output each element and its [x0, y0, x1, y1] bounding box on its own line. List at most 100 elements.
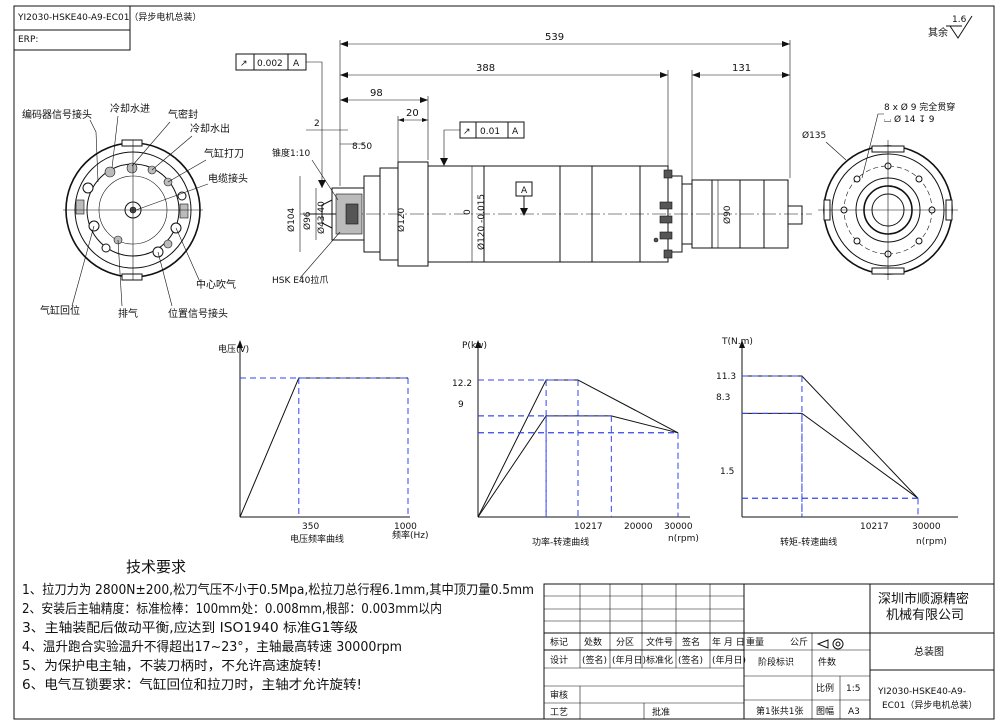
voltage-ylabel: 电压(V): [218, 343, 249, 355]
torque-ytick-83: 8.3: [716, 393, 730, 403]
remainder-label: 其余: [928, 26, 948, 39]
callout-cable: 电缆接头: [208, 172, 248, 185]
tb-mark: 标记: [550, 636, 568, 648]
callout-cooling-out: 冷却水出: [190, 122, 230, 135]
voltage-xlabel: 频率(Hz): [392, 529, 429, 541]
power-xtick-10217: 10217: [574, 522, 603, 532]
callout-exhaust: 排气: [118, 307, 138, 320]
note-2: 2、安装后主轴精度：标准检棒：100mm处：0.008mm,根部：0.003mm…: [22, 601, 442, 617]
dim-dia-4340: Ø43.40: [316, 201, 327, 234]
code-line1: YI2030-HSKE40-A9-: [877, 687, 966, 697]
note-4: 4、温升跑合实验温升不得超出17~23°，主轴最高转速 30000rpm: [22, 639, 402, 655]
spindle-side-view: [300, 161, 812, 267]
voltage-xtick-1000: 1000: [394, 522, 417, 532]
tol1-symbol: ↗: [240, 59, 248, 69]
power-xlabel: n(rpm): [668, 534, 699, 544]
tb-scale-value: 1:5: [846, 684, 860, 694]
dim-dia-96: Ø96: [302, 211, 313, 230]
torque-xtick-10217: 10217: [860, 522, 889, 532]
torque-caption: 转矩-转速曲线: [780, 536, 837, 548]
dim-131: 131: [732, 63, 751, 74]
chart-voltage: 电压(V) 350 1000 频率(Hz) 电压频率曲线: [218, 340, 429, 545]
tol2-value: 0.01: [480, 127, 500, 137]
torque-ylabel: T(N.m): [721, 337, 753, 347]
dim-dia-120-tol: Ø120 -0.015: [476, 194, 487, 250]
power-ytick-122: 12.2: [452, 379, 472, 389]
datum-marker: A: [515, 181, 533, 216]
tb-sign: 签名: [682, 636, 700, 648]
tb-standard-date: (年月日): [712, 654, 746, 666]
left-view-callouts: 编码器信号接头 冷却水进 气密封 冷却水出 气缸打刀 电缆接头 中心吹气 气缸回…: [22, 102, 248, 320]
code-line2: EC01（异步电机总装）: [882, 699, 977, 711]
callout-encoder: 编码器信号接头: [22, 108, 92, 121]
power-ytick-9: 9: [458, 400, 464, 410]
surface-finish-symbol: 1.6 其余: [928, 15, 973, 39]
tb-date: 年 月 日: [712, 636, 745, 648]
dim-dia-104: Ø104: [286, 207, 297, 232]
projection-symbol: [816, 638, 844, 650]
left-end-view: [63, 139, 203, 281]
chart-torque: T(N.m) 11.3 8.3 1.5 10217 30000 n(rpm) 转…: [716, 337, 958, 548]
erp-label: ERP:: [18, 35, 38, 45]
voltage-caption: 电压频率曲线: [290, 533, 344, 545]
tb-sheet: 第1张共1张: [756, 705, 803, 717]
callout-position-signal: 位置信号接头: [168, 307, 228, 320]
tb-standard-sign: (签名): [678, 654, 703, 666]
tol1-value: 0.002: [257, 59, 283, 69]
technical-notes: 技术要求 1、拉刀力为 2800N±200,松刀气压不小于0.5Mpa,松拉刀总…: [22, 558, 534, 693]
tb-zone: 分区: [616, 637, 634, 648]
drawing-title: 总装图: [914, 645, 944, 658]
tb-design-date: (年月日): [612, 654, 646, 666]
dim-20: 20: [406, 108, 419, 119]
torque-ytick-113: 11.3: [716, 372, 736, 382]
dim-388: 388: [476, 63, 495, 74]
dim-dia-120-tol-upper: 0: [463, 209, 473, 215]
chart-power: P(kw) 12.2 9 10217 20000 30000 n(rpm) 功率…: [452, 340, 699, 548]
tol2-datum: A: [512, 127, 519, 137]
torque-series-2-line: [742, 412, 919, 499]
taper-label: 锥度1:10: [272, 147, 310, 159]
company-line2: 机械有限公司: [886, 608, 964, 623]
holes-line2: ⌴ Ø 14 ↧ 9: [884, 114, 935, 125]
tb-format-value: A3: [848, 707, 860, 717]
torque-xlabel: n(rpm): [916, 537, 947, 547]
callout-cylinder-knife: 气缸打刀: [204, 147, 244, 160]
tolerance-frame-2: ↗ 0.01 A: [440, 121, 525, 166]
note-6: 6、电气互锁要求：气缸回位和拉刀时，主轴才允许旋转!: [22, 677, 362, 693]
callout-cylinder-return: 气缸回位: [40, 304, 80, 317]
power-xtick-20000: 20000: [624, 522, 653, 532]
drawing-number-top: YI2030-HSKE40-A9-EC01（异步电机总装）: [17, 11, 201, 23]
tb-scale: 比例: [816, 682, 834, 694]
dim-539: 539: [545, 32, 564, 43]
notes-heading: 技术要求: [126, 558, 186, 576]
tb-stage: 阶段标识: [758, 656, 794, 668]
tb-design: 设计: [550, 654, 568, 666]
hsk-label: HSK E40拉爪: [272, 274, 328, 286]
voltage-xtick-350: 350: [302, 522, 319, 532]
tol2-symbol: ↗: [463, 127, 471, 137]
tb-approve: 批准: [652, 706, 670, 718]
roughness-value: 1.6: [952, 15, 967, 25]
right-end-view: Ø135 8 x Ø 9 完全贯穿 ⌴ Ø 14 ↧ 9: [802, 101, 958, 280]
tb-qty: 件数: [818, 656, 836, 668]
dim-dia-120: Ø120: [396, 207, 407, 232]
tb-fileno: 文件号: [646, 636, 673, 648]
dim-dia-90: Ø90: [722, 205, 733, 224]
company-line1: 深圳市顺源精密: [878, 591, 969, 607]
voltage-series-1-line: [239, 377, 408, 518]
drawing-border: [13, 5, 995, 720]
dim-850: 8.50: [352, 142, 372, 152]
dimension-lines: 539 388 131 98 20 2 8.50 锥度1:10 Ø104 Ø96…: [272, 32, 791, 286]
callout-cooling-in: 冷却水进: [110, 102, 150, 115]
note-1: 1、拉刀力为 2800N±200,松刀气压不小于0.5Mpa,松拉刀总行程6.1…: [22, 582, 534, 598]
title-block: 深圳市顺源精密 机械有限公司 总装图 YI2030-HSKE40-A9- EC0…: [543, 583, 995, 720]
dim-2: 2: [314, 119, 320, 129]
tb-kg: 公斤: [790, 637, 808, 648]
tol1-datum: A: [293, 59, 300, 69]
tb-process: 工艺: [550, 707, 568, 718]
tb-weight: 重量: [746, 636, 764, 648]
power-caption: 功率-转速曲线: [532, 536, 589, 548]
holes-line1: 8 x Ø 9 完全贯穿: [884, 101, 955, 113]
tb-standard: 标准化: [646, 654, 673, 666]
datum-a: A: [521, 186, 528, 196]
